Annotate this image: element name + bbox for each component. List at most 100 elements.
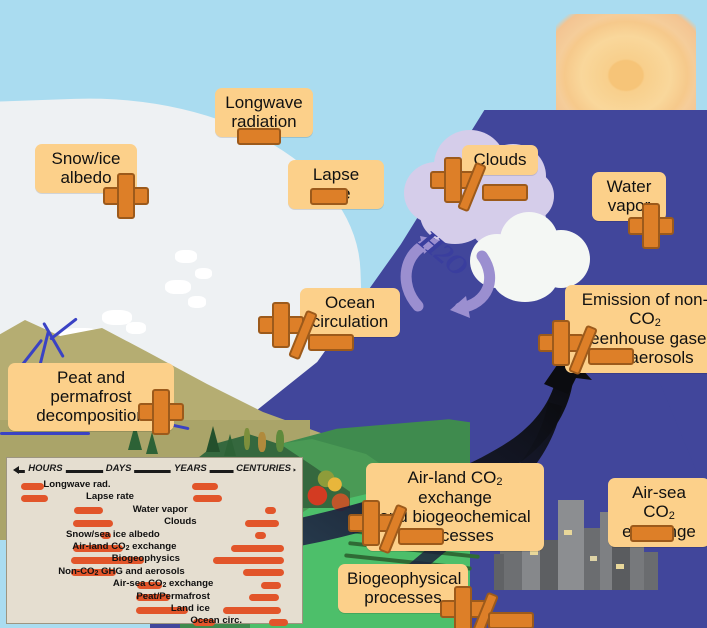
peat-line2: decomposition xyxy=(36,406,146,426)
timescale-row: Ocean circ. xyxy=(11,615,298,628)
sign-plus-snow-ice-albedo xyxy=(103,173,149,219)
sign-minus-biogeophysical xyxy=(488,612,534,628)
water-vapor-line1: Water xyxy=(606,177,652,196)
airland-line2: and biogeochemical xyxy=(379,507,531,527)
snow-ice-albedo-line1: Snow/ice xyxy=(51,149,121,168)
sign-plus-peat-permafrost xyxy=(138,389,184,435)
axis-arrow-left-icon xyxy=(13,466,19,474)
sign-minus-lapse-rate xyxy=(310,188,348,205)
axis-tick-days: DAYS xyxy=(102,463,135,474)
timescale-bar-right xyxy=(244,519,280,527)
timescale-row: Lapse rate xyxy=(11,491,298,504)
timescale-row: Water vapor xyxy=(11,504,298,517)
callout-water-vapor[interactable]: Water vapor xyxy=(592,172,666,222)
timescale-bar-right xyxy=(230,544,284,552)
timescale-bar-left xyxy=(135,606,188,614)
peat-line1: Peat and permafrost xyxy=(50,368,132,407)
timescale-bar-right xyxy=(269,618,288,626)
timescale-row: Snow/sea ice albedo xyxy=(11,528,298,542)
timescale-label: Longwave rad. xyxy=(43,479,111,490)
ocean-circulation-line1: Ocean xyxy=(324,293,376,312)
timescale-bar-right xyxy=(213,556,284,564)
timescale-row: Clouds xyxy=(11,516,298,529)
conifer-tree xyxy=(146,432,158,454)
callout-ocean-circulation[interactable]: Ocean circulation xyxy=(300,288,400,338)
timescale-label: Non-CO2 GHG and aerosols xyxy=(58,565,185,577)
timescale-row: Air-land CO2 exchange xyxy=(11,540,298,554)
timescale-bar-right xyxy=(223,606,281,614)
snow-ice-albedo-line2: albedo xyxy=(60,168,112,188)
timescale-label: Biogeophysics xyxy=(111,553,180,565)
timescale-bar-left xyxy=(74,507,103,515)
airsea-line1: Air-sea CO2 xyxy=(632,483,686,523)
axis-tick-centuries: CENTURIES xyxy=(233,463,294,474)
autumn-tree xyxy=(258,432,266,452)
timescale-bar-left xyxy=(21,494,49,502)
longwave-radiation-line2: radiation xyxy=(231,112,297,132)
iceberg xyxy=(165,280,191,294)
clouds-label: Clouds xyxy=(473,150,527,169)
timescale-row: Biogeophysics xyxy=(11,553,298,566)
sign-minus-clouds xyxy=(482,184,528,201)
timescale-row: Land ice xyxy=(11,603,298,616)
axis-tick-hours: HOURS xyxy=(25,463,66,474)
timescale-bar-right xyxy=(260,581,281,589)
shrub xyxy=(276,430,284,452)
timescale-bar-right xyxy=(254,532,267,540)
timescale-label: Lapse rate xyxy=(86,491,134,503)
timescale-axis: HOURS DAYS YEARS CENTURIES xyxy=(11,462,298,478)
sign-minus-longwave-radiation xyxy=(237,128,281,145)
iceberg xyxy=(126,322,146,334)
timescale-bar-left xyxy=(21,482,44,490)
longwave-radiation-line1: Longwave xyxy=(225,93,303,112)
sign-minus-ocean-circulation xyxy=(308,334,354,351)
timescale-label: Air-sea CO2 exchange xyxy=(112,578,214,590)
timescale-bar-left xyxy=(71,569,116,577)
white-cloud xyxy=(470,208,594,304)
timescale-bar-right xyxy=(264,507,277,515)
water-vapor-line2: vapor xyxy=(607,196,651,216)
iceberg xyxy=(195,268,212,279)
timescale-label: Ocean circ. xyxy=(190,615,243,627)
iceberg xyxy=(188,296,206,308)
biogeophysical-line2: processes xyxy=(364,588,442,608)
timescale-bar-left xyxy=(135,594,171,602)
iceberg xyxy=(102,310,132,325)
axis-line xyxy=(17,470,292,473)
timescale-label: Peat/Permafrost xyxy=(136,590,210,602)
timescale-panel: HOURS DAYS YEARS CENTURIES Longwave rad.… xyxy=(6,457,303,626)
axis-tick-years: YEARS xyxy=(171,463,210,474)
conifer-tree xyxy=(224,434,236,456)
timescale-bar-right xyxy=(243,569,284,577)
timescale-bar-left xyxy=(101,532,112,540)
sign-minus-air-land-co2 xyxy=(398,528,444,545)
emission-line2: greenhouse gases xyxy=(575,329,707,349)
timescale-label: Snow/sea ice albedo xyxy=(65,528,160,540)
city-skyline xyxy=(494,494,664,590)
sign-plus-emission-non-co2 xyxy=(538,320,584,366)
sign-plus-clouds xyxy=(430,157,476,203)
timescale-label: Air-land CO2 exchange xyxy=(72,540,177,552)
emission-line1: Emission of non-CO2 xyxy=(581,290,707,330)
timescale-row: Peat/Permafrost xyxy=(11,590,298,604)
sign-plus-water-vapor xyxy=(628,203,674,249)
river xyxy=(0,432,90,435)
timescale-bar-left xyxy=(193,618,215,626)
biogeophysical-line1: Biogeophysical xyxy=(347,569,462,588)
sign-minus-air-sea-co2 xyxy=(630,525,674,542)
timescale-label: Clouds xyxy=(164,516,197,528)
h2o-cycle-arrow xyxy=(400,236,496,318)
sign-plus-ocean-circulation xyxy=(258,302,304,348)
timescale-bar-left xyxy=(137,581,162,589)
timescale-bar-right xyxy=(249,594,280,602)
shrub xyxy=(244,428,250,450)
airland-line1: Air-land CO2 exchange xyxy=(407,468,503,508)
ocean-circulation-line2: circulation xyxy=(311,312,389,332)
iceberg xyxy=(175,250,197,263)
timescale-bar-left xyxy=(71,556,145,564)
callout-longwave-radiation[interactable]: Longwave radiation xyxy=(215,88,313,138)
timescale-bar-right xyxy=(191,482,218,490)
timescale-bar-left xyxy=(72,544,123,552)
